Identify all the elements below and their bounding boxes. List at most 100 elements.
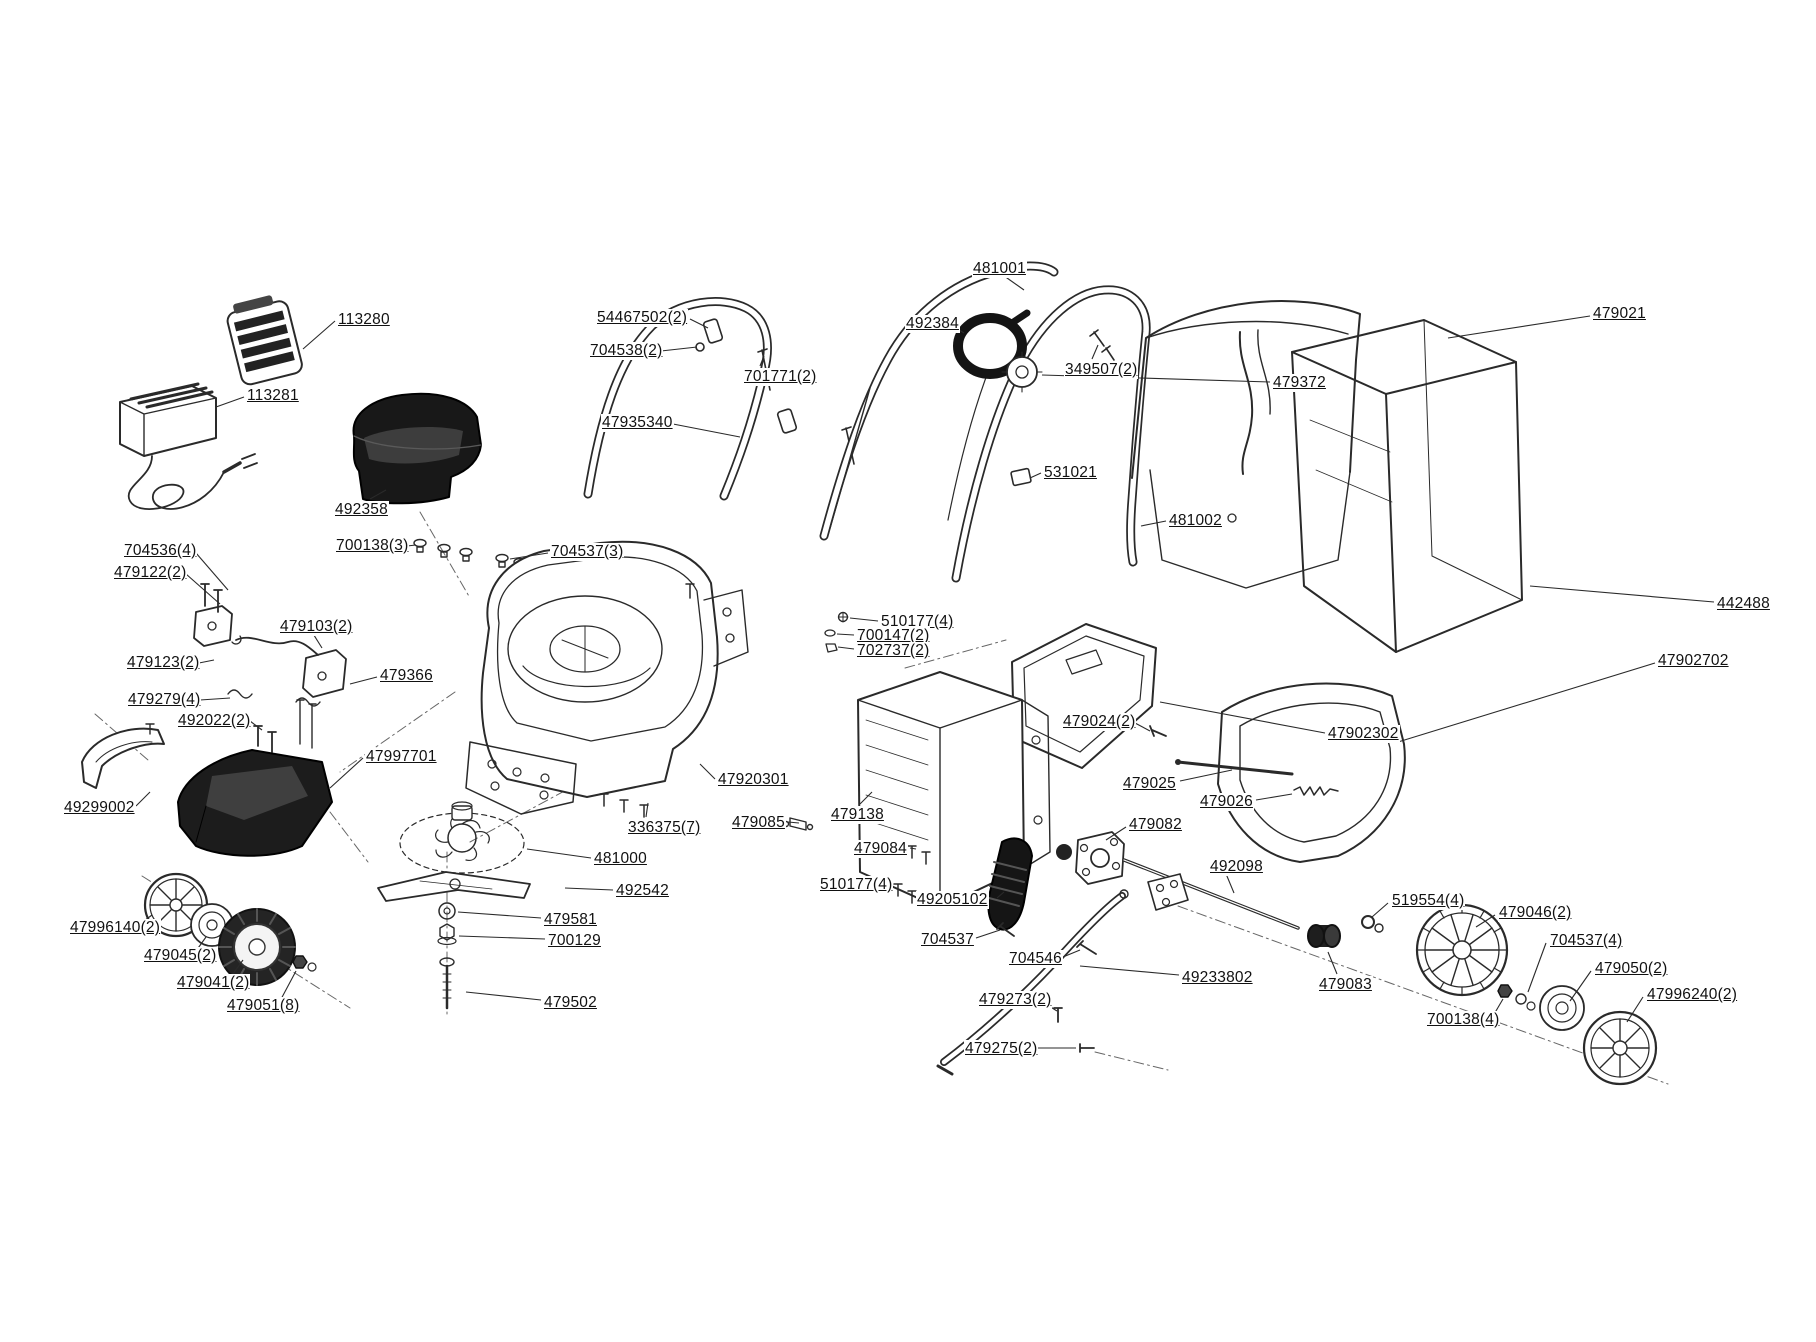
part-label-479024(2): 479024(2) (1062, 713, 1137, 731)
leader-line-479021 (1447, 315, 1591, 339)
part-label-479046(2): 479046(2) (1498, 904, 1573, 922)
screws-349507 (1089, 329, 1115, 361)
leader-line-47997701 (329, 757, 364, 789)
nut-702737 (825, 643, 838, 653)
leader-line-479279(4) (199, 697, 231, 701)
cable-winder-479372 (1001, 351, 1043, 393)
part-label-510177(4): 510177(4) (880, 613, 955, 631)
leader-line-704546 (1062, 949, 1081, 958)
leader-line-704538(2) (660, 346, 698, 352)
leader-line-47920301 (699, 763, 716, 780)
part-label-336375(7): 336375(7) (627, 819, 702, 837)
leader-line-349507(2) (1091, 344, 1099, 360)
deflector-47902702 (1217, 682, 1406, 863)
leader-line-479502 (465, 991, 542, 1001)
part-label-700138(4): 700138(4) (1426, 1011, 1501, 1029)
part-label-54467502(2): 54467502(2) (596, 309, 689, 327)
motor-cover-492358 (352, 392, 482, 505)
leader-line-479138 (859, 791, 873, 805)
switch-housing-492384 (953, 313, 1027, 379)
part-label-49299002: 49299002 (63, 799, 136, 817)
leader-line-54467502(2) (689, 318, 709, 329)
leader-line-479051(8) (279, 970, 297, 1002)
part-label-479122(2): 479122(2) (113, 564, 188, 582)
wheel-479046 (1415, 903, 1509, 997)
leader-line-479122(2) (185, 573, 221, 605)
wheel-cap-47996240 (1582, 1010, 1658, 1086)
charger-113281 (119, 382, 258, 510)
part-label-701771(2): 701771(2) (743, 368, 818, 386)
leader-line-479026 (1255, 793, 1293, 801)
flange-nut-700129 (439, 923, 455, 941)
part-label-113281: 113281 (246, 387, 300, 405)
part-label-479021: 479021 (1592, 305, 1647, 323)
part-label-479273(2): 479273(2) (978, 991, 1053, 1009)
part-label-704538(2): 704538(2) (589, 342, 664, 360)
lid-hardware (1149, 725, 1339, 796)
part-label-479051(8): 479051(8) (226, 997, 301, 1015)
part-label-47920301: 47920301 (717, 771, 790, 789)
screws-479084 (907, 845, 931, 865)
part-label-481000: 481000 (593, 850, 648, 868)
leader-line-481002 (1140, 520, 1167, 527)
leader-line-479082 (1105, 826, 1127, 841)
leader-line-701771(2) (759, 355, 765, 367)
part-label-702737(2): 702737(2) (856, 642, 931, 660)
washer-479581 (438, 902, 456, 920)
part-label-481001: 481001 (972, 260, 1027, 278)
part-label-479502: 479502 (543, 994, 598, 1012)
part-label-47996240(2): 47996240(2) (1646, 986, 1739, 1004)
leader-line-49299002 (135, 791, 151, 807)
part-label-479581: 479581 (543, 911, 598, 929)
rod-479025 (1176, 760, 1294, 776)
part-label-704546: 704546 (1008, 950, 1063, 968)
screw-704537 (996, 922, 1015, 937)
leader-line-479085 (787, 821, 800, 824)
part-label-492384: 492384 (905, 315, 960, 333)
leader-line-479046(2) (1475, 914, 1496, 928)
axle-492098 (1122, 858, 1300, 930)
leader-line-479025 (1179, 769, 1233, 782)
bushing-479083 (1307, 924, 1341, 948)
part-label-519554(4): 519554(4) (1391, 892, 1466, 910)
screw-704546 (1076, 940, 1097, 955)
leader-line-47996240(2) (1626, 996, 1644, 1023)
leader-line-702737(2) (837, 646, 855, 650)
part-label-479045(2): 479045(2) (143, 947, 218, 965)
connector-531021 (1010, 467, 1032, 487)
leader-line-704537(3) (509, 552, 549, 560)
fan-holder-481000 (399, 812, 525, 874)
leader-line-113281 (215, 396, 245, 408)
screw-479273 (1053, 1007, 1063, 1023)
upper-handle-47935340 (583, 297, 855, 501)
part-label-479138: 479138 (830, 806, 885, 824)
screw-479275 (1079, 1043, 1095, 1053)
part-label-47902702: 47902702 (1657, 652, 1730, 670)
leader-line-704536(4) (195, 552, 229, 591)
part-label-704537: 704537 (920, 931, 975, 949)
part-label-479085: 479085 (731, 814, 786, 832)
grass-bag-442488 (1291, 319, 1523, 653)
part-label-47902302: 47902302 (1327, 725, 1400, 743)
part-label-700138(3): 700138(3) (335, 537, 410, 555)
leader-line-479366 (349, 676, 378, 685)
leader-line-700129 (458, 935, 546, 940)
mower-deck-47920301 (465, 540, 849, 818)
part-label-479279(4): 479279(4) (127, 691, 202, 709)
leader-line-704537(4) (1527, 942, 1547, 993)
part-label-492358: 492358 (334, 501, 389, 519)
leader-line-49205102 (996, 891, 1005, 899)
grip-49205102 (987, 837, 1033, 931)
battery-pack-113280 (226, 295, 303, 386)
leader-line-492022(2) (249, 720, 263, 731)
part-label-700147(2): 700147(2) (856, 627, 931, 645)
spring-479026 (1293, 786, 1339, 796)
part-label-479041(2): 479041(2) (176, 974, 251, 992)
screws-510177-lower (893, 883, 917, 904)
leader-line-492542 (564, 887, 614, 891)
part-label-479082: 479082 (1128, 816, 1183, 834)
leader-line-531021 (1029, 472, 1042, 479)
part-label-479050(2): 479050(2) (1594, 960, 1669, 978)
leader-line-479123(2) (198, 659, 215, 664)
